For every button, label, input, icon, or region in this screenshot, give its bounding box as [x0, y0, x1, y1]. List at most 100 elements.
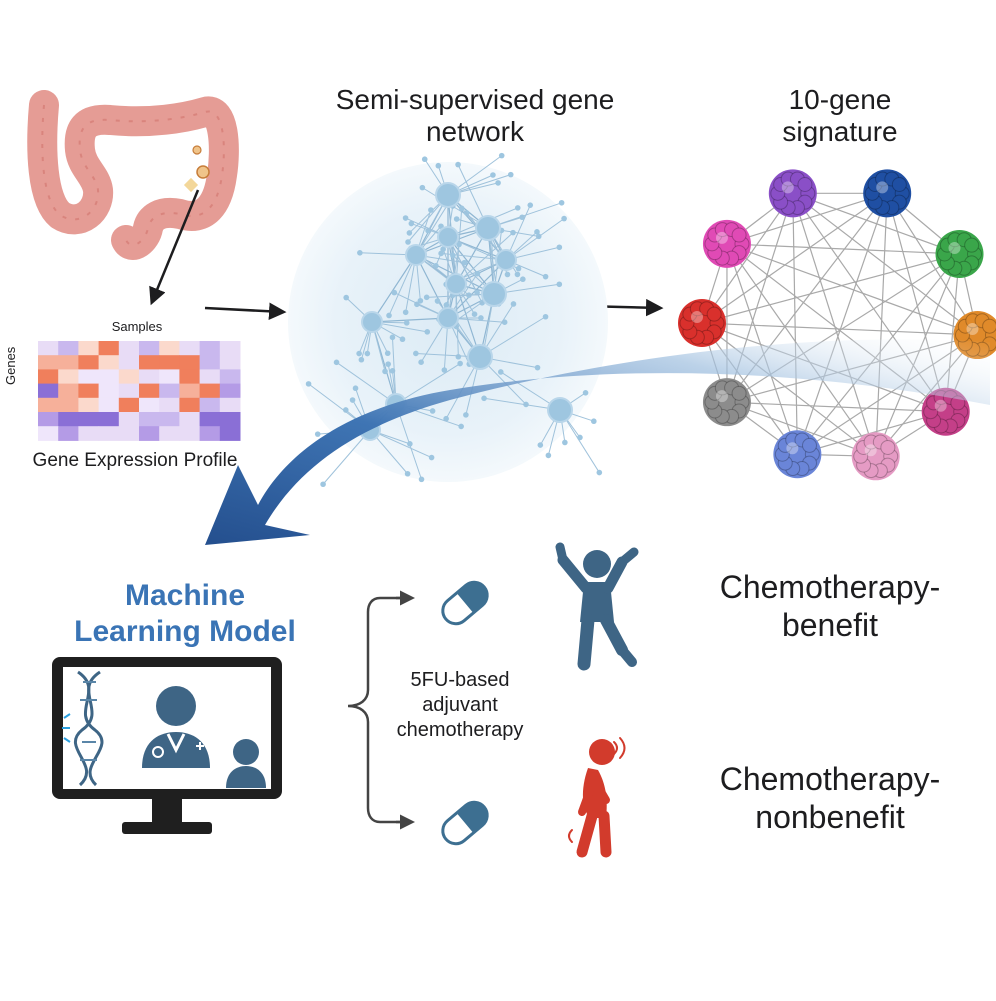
- heatmap-cell: [99, 398, 120, 413]
- network-leaf-node: [505, 272, 511, 278]
- network-leaf-node: [597, 470, 603, 476]
- network-leaf-node: [577, 435, 583, 441]
- network-leaf-node: [404, 320, 410, 326]
- gene-expression-heatmap: [38, 341, 241, 441]
- heatmap-cell: [119, 341, 140, 356]
- heatmap-cell: [58, 384, 79, 399]
- network-leaf-node: [591, 418, 597, 424]
- network-hub-node: [406, 245, 426, 265]
- heatmap-cell: [119, 355, 140, 370]
- heatmap-cell: [159, 384, 180, 399]
- heatmap-cell: [38, 412, 59, 427]
- heatmap-cell: [99, 412, 120, 427]
- network-leaf-node: [418, 359, 424, 365]
- network-leaf-node: [436, 163, 442, 169]
- heatmap-cell: [78, 398, 99, 413]
- network-leaf-node: [407, 230, 413, 236]
- heatmap-cell: [139, 369, 160, 384]
- heatmap-cell: [179, 426, 200, 441]
- heatmap-cell: [220, 412, 241, 427]
- ml-model-title: Machine Learning Model: [60, 578, 310, 650]
- network-leaf-node: [458, 424, 464, 430]
- network-leaf-node: [350, 397, 356, 403]
- network-leaf-node: [546, 453, 552, 459]
- network-leaf-node: [534, 229, 540, 235]
- heatmap-cell: [220, 369, 241, 384]
- heatmap-cell: [200, 369, 221, 384]
- heatmap-cell: [38, 398, 59, 413]
- network-hub-node: [468, 345, 492, 369]
- network-leaf-node: [495, 180, 501, 186]
- heatmap-cell: [179, 412, 200, 427]
- network-leaf-node: [420, 185, 426, 191]
- network-hub-node: [438, 227, 458, 247]
- heatmap-cell: [220, 426, 241, 441]
- heatmap-cell: [78, 426, 99, 441]
- network-leaf-node: [475, 271, 481, 277]
- network-leaf-node: [413, 351, 419, 357]
- network-leaf-node: [365, 351, 371, 357]
- gene-cluster-icon: [773, 430, 821, 478]
- network-leaf-node: [478, 315, 484, 321]
- heatmap-samples-label: Samples: [92, 320, 182, 335]
- heatmap-cell: [139, 384, 160, 399]
- network-leaf-node: [454, 216, 460, 222]
- network-leaf-node: [463, 412, 469, 418]
- network-leaf-node: [535, 365, 541, 371]
- heatmap-cell: [119, 426, 140, 441]
- network-leaf-node: [520, 276, 526, 282]
- heatmap-cell: [139, 412, 160, 427]
- network-leaf-node: [343, 295, 349, 301]
- network-leaf-node: [435, 298, 441, 304]
- network-leaf-node: [334, 360, 340, 366]
- network-leaf-node: [386, 313, 392, 319]
- heatmap-cell: [99, 426, 120, 441]
- network-leaf-node: [405, 239, 411, 245]
- gene-cluster-icon: [852, 432, 900, 480]
- network-leaf-node: [400, 336, 406, 342]
- network-leaf-node: [543, 314, 549, 320]
- heatmap-cell: [139, 426, 160, 441]
- network-leaf-node: [444, 302, 450, 308]
- outcome-benefit-label: Chemotherapy-benefit: [690, 568, 970, 645]
- heatmap-cell: [58, 398, 79, 413]
- network-leaf-node: [510, 230, 516, 236]
- heatmap-cell: [179, 398, 200, 413]
- network-hub-node: [476, 216, 500, 240]
- heatmap-cell: [200, 341, 221, 356]
- heatmap-cell: [159, 426, 180, 441]
- network-leaf-node: [356, 351, 362, 357]
- network-leaf-node: [403, 309, 409, 315]
- network-hub-node: [482, 282, 506, 306]
- network-leaf-node: [543, 274, 549, 280]
- network-leaf-node: [561, 216, 567, 222]
- network-leaf-node: [515, 272, 521, 278]
- heatmap-cell: [200, 398, 221, 413]
- heatmap-genes-label: Genes: [4, 347, 19, 385]
- heatmap-cell: [99, 369, 120, 384]
- network-hub-node: [446, 274, 466, 294]
- network-leaf-node: [499, 153, 505, 159]
- heatmap-cell: [159, 398, 180, 413]
- capsule-icon: [437, 577, 492, 629]
- treatment-label: 5FU-based adjuvant chemotherapy: [380, 668, 540, 743]
- network-leaf-node: [390, 335, 396, 341]
- network-leaf-node: [559, 200, 565, 206]
- network-leaf-node: [538, 442, 544, 448]
- heatmap-cell: [179, 341, 200, 356]
- network-hub-node: [496, 250, 516, 270]
- heatmap-cell: [38, 384, 59, 399]
- network-leaf-node: [456, 354, 462, 360]
- network-leaf-node: [391, 290, 397, 296]
- heatmap-cell: [78, 355, 99, 370]
- heatmap-cell: [200, 426, 221, 441]
- gene-signature-graph: [678, 169, 996, 480]
- heatmap-cell: [200, 384, 221, 399]
- heatmap-cell: [58, 412, 79, 427]
- network-leaf-node: [429, 455, 435, 461]
- network-leaf-node: [515, 205, 521, 211]
- heatmap-cell: [179, 384, 200, 399]
- network-hub-node: [438, 308, 458, 328]
- heatmap-cell: [78, 341, 99, 356]
